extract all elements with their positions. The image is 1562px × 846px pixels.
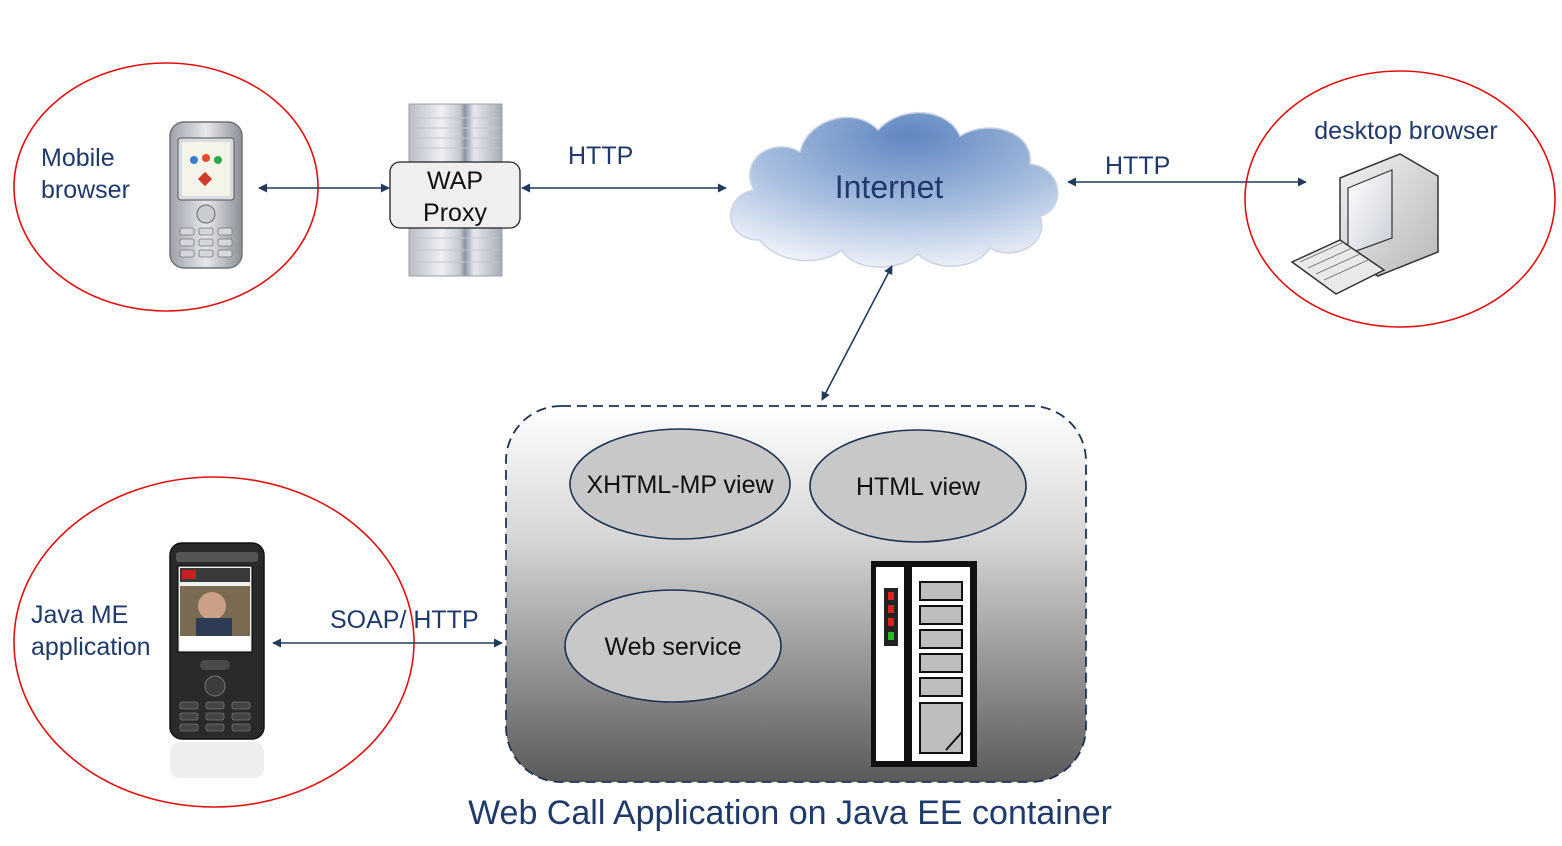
web-service-label: Web service	[604, 633, 741, 661]
java-me-label-line2: application	[31, 633, 151, 661]
rack-server-icon	[871, 561, 977, 767]
sony-ericsson-phone-icon	[169, 542, 265, 778]
desktop-computer-icon	[1290, 153, 1439, 295]
wap-proxy-label-line1: WAP	[427, 167, 483, 195]
xhtml-mp-view-node	[569, 428, 791, 540]
internet-to-container-arrow	[821, 265, 893, 401]
wap-proxy-box	[389, 161, 521, 229]
soap-http-label: SOAP/ HTTP	[330, 606, 479, 634]
java-me-label-line1: Java ME	[31, 601, 128, 629]
http-left-label: HTTP	[568, 142, 633, 170]
web-service-node	[564, 589, 782, 703]
mobile-browser-label-line1: Mobile	[41, 144, 115, 172]
xhtml-mp-view-label: XHTML-MP view	[586, 471, 774, 499]
http-right-label: HTTP	[1105, 152, 1170, 180]
cloud-icon	[730, 111, 1059, 268]
container-caption: Web Call Application on Java EE containe…	[468, 794, 1112, 832]
desktop-browser-label: desktop browser	[1314, 117, 1497, 145]
mobile-browser-label-line2: browser	[41, 176, 130, 204]
html-view-node	[809, 429, 1027, 543]
internet-label: Internet	[835, 169, 944, 205]
desktop-browser-ring	[1244, 70, 1556, 328]
html-view-label: HTML view	[856, 473, 981, 501]
mobile-phone-icon	[169, 121, 243, 269]
wap-proxy-label-line2: Proxy	[423, 199, 487, 227]
